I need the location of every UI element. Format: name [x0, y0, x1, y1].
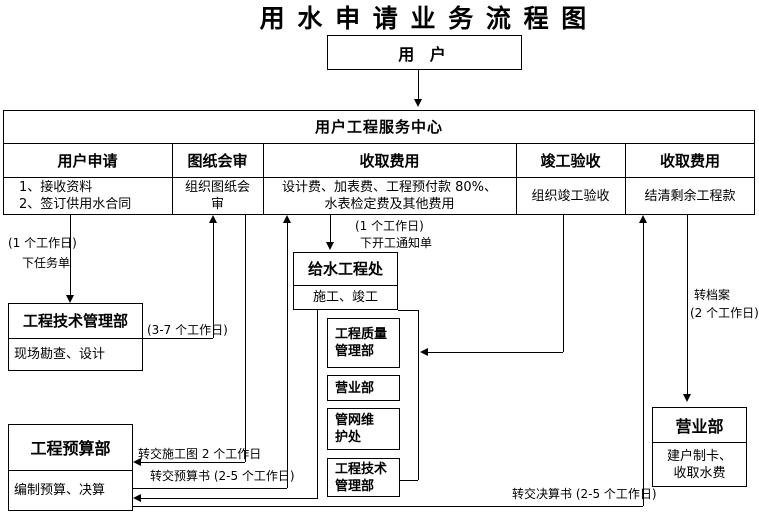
tech-sub-label: 工程技术 管理部 [335, 461, 388, 494]
connector-water-to-budget-h [141, 498, 317, 499]
label-archive: 转档案 [694, 288, 731, 302]
business-dept-box [652, 407, 747, 487]
column-detail-drawing-review: 组织图纸会 审 [184, 180, 250, 212]
arrowhead-final-to-business [683, 394, 691, 402]
budget-dept-divider [8, 470, 133, 471]
connector-budget-to-final-v [643, 223, 644, 506]
water-office-box [293, 252, 398, 310]
tech-dept-detail: 现场勘查、设计 [14, 347, 106, 362]
connector-budget-to-fees-v [287, 223, 288, 488]
column-header-collect-final-fees: 收取费用 [659, 151, 720, 170]
connector-acceptance-to-stack-v [563, 215, 564, 352]
label-task-days: (1 个工作日) [8, 236, 77, 250]
budget-dept-title: 工程预算部 [30, 439, 111, 458]
user-box [327, 35, 522, 70]
connector-tech-to-review-v [213, 223, 214, 338]
connector-acceptance-to-stack-h [428, 352, 563, 353]
connector-fees-to-water [330, 215, 331, 242]
quality-dept-label: 工程质量 管理部 [335, 327, 388, 359]
connector-budget-to-final-h [133, 506, 643, 507]
table-col-divider-2 [263, 143, 264, 215]
pipeline-dept-label: 管网维 护处 [335, 413, 375, 445]
flowchart-title: 用 水 申 请 业 务 流 程 图 [259, 4, 589, 33]
connector-budget-to-fees-h [133, 488, 287, 489]
arrowhead-budget-to-fees [283, 215, 291, 223]
user-box-label: 用 户 [398, 44, 451, 64]
label-construction-drawing: 转交施工图 2 个工作日 [138, 447, 262, 461]
quality-dept-box [327, 318, 400, 368]
label-final-account-book: 转交决算书 (2-5 个工作日) [512, 487, 657, 501]
connector-review-to-budget-v [245, 215, 246, 462]
label-archive-days: (2 个工作日) [690, 306, 759, 320]
arrowhead-fees-to-water [326, 242, 334, 250]
business-dept-divider [652, 442, 747, 443]
column-header-user-application: 用户申请 [57, 151, 118, 170]
label-budget-book: 转交预算书 (2-5 个工作日) [150, 469, 295, 483]
stack-right-bracket-bottom [400, 480, 418, 481]
column-detail-collect-fees: 设计费、加表费、工程预付款 80%、 水表检定费及其他费用 [281, 180, 498, 212]
table-row-divider-1 [3, 143, 755, 144]
connector-tech-to-review-h [143, 338, 213, 339]
arrowhead-water-to-budget [133, 494, 141, 502]
column-header-collect-fees: 收取费用 [359, 151, 420, 170]
service-center-title: 用户工程服务中心 [314, 118, 443, 136]
stack-right-bracket [418, 310, 419, 480]
stack-left-bracket [317, 310, 318, 499]
arrowhead-acceptance-to-stack [420, 348, 428, 356]
service-center-table [3, 110, 755, 215]
tech-dept-title: 工程技术管理部 [22, 312, 128, 330]
business-dept-title: 营业部 [675, 416, 724, 436]
column-detail-collect-final-fees: 结清剩余工程款 [644, 188, 736, 204]
tech-dept-divider [8, 338, 143, 339]
label-start-days: (1 个工作日) [355, 219, 424, 233]
arrowhead-budget-to-final [639, 215, 647, 223]
arrowhead-tech-to-review [209, 215, 217, 223]
label-task-order: 下任务单 [22, 256, 71, 270]
tech-sub-box [327, 458, 400, 497]
connector-final-to-business [687, 215, 688, 394]
water-office-detail: 施工、竣工 [312, 290, 378, 305]
pipeline-dept-box [327, 408, 400, 450]
business-sub-label: 营业部 [335, 380, 375, 396]
connector-review-to-budget-h [141, 462, 245, 463]
table-col-divider-1 [172, 143, 173, 215]
water-office-divider [293, 285, 398, 286]
stack-right-bracket-top [398, 310, 419, 311]
column-header-drawing-review: 图纸会审 [187, 151, 248, 170]
column-header-completion-acceptance: 竣工验收 [540, 151, 601, 170]
tech-dept-box [8, 303, 143, 371]
label-start-notice: 下开工通知单 [360, 236, 433, 250]
arrowhead-review-to-budget [133, 458, 141, 466]
arrowhead-user-to-center [414, 99, 422, 107]
budget-dept-detail: 编制预算、决算 [14, 483, 106, 498]
business-dept-detail: 建户制卡、 收取水费 [666, 448, 732, 481]
label-review-days: (3-7 个工作日) [147, 323, 228, 337]
connector-user-to-center [418, 70, 419, 99]
budget-dept-box [8, 424, 133, 511]
business-sub-box [327, 375, 400, 401]
column-detail-completion-acceptance: 组织竣工验收 [531, 188, 610, 204]
water-office-title: 给水工程处 [307, 260, 383, 278]
arrowhead-application-to-tech [66, 295, 74, 303]
table-col-divider-4 [625, 143, 626, 215]
connector-application-to-tech [70, 215, 71, 295]
table-row-divider-2 [3, 177, 755, 178]
table-col-divider-3 [516, 143, 517, 215]
column-detail-user-application: 1、接收资料 2、签订供用水合同 [19, 180, 132, 212]
